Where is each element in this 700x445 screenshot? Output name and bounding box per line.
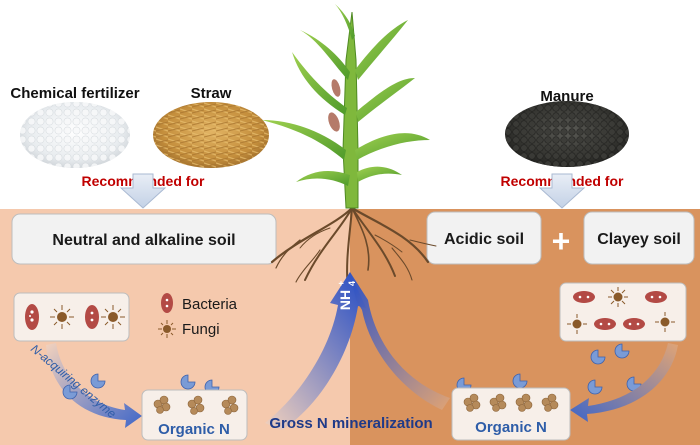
manure-image [505,101,629,167]
legend-bacteria-label: Bacteria [182,296,238,313]
label-manure: Manure [540,88,593,105]
down-arrow-left [119,173,167,209]
legend-bacteria-icon [161,293,173,313]
plus-sign: + [552,223,571,259]
legend-fungi-label: Fungi [182,321,220,338]
chemical-fertilizer-image [20,102,130,168]
down-arrow-right [538,173,586,209]
label-straw: Straw [191,85,232,102]
enzyme-arrow-right [570,343,678,422]
straw-image [153,102,269,168]
gross-n-mineralization-label: Gross N mineralization [269,415,432,432]
mineralization-arrow-left [265,272,366,430]
microbes-left [25,304,125,330]
acidic-soil-box [426,211,542,265]
legend-fungi-icon [158,320,176,338]
mineralization-arrow-right [350,272,450,410]
nh4-label: NH 4 + [336,281,357,310]
neutral-alkaline-soil-label: Neutral and alkaline soil [52,232,235,249]
organic-n-box-left [141,389,248,441]
clayey-soil-box [583,211,695,265]
fungi-cell [50,305,74,329]
nh4-subscript: 4 [347,281,357,286]
organic-n-particles-left [153,395,239,415]
acidic-soil-label: Acidic soil [444,231,524,248]
organic-n-box-right [451,387,571,441]
nh4-superscript: + [336,281,346,286]
microbes-right [567,287,675,334]
nh4-text: NH [337,290,353,310]
organic-n-label-right: Organic N [475,419,547,436]
enzyme-arrow-left [46,343,142,428]
legend: Bacteria Fungi [158,293,238,338]
neutral-alkaline-soil-box [11,213,277,265]
organic-n-label-left: Organic N [158,421,230,438]
label-chemical-fertilizer: Chemical fertilizer [10,85,139,102]
clayey-soil-label: Clayey soil [597,231,681,248]
organic-n-particles-right [463,393,559,412]
